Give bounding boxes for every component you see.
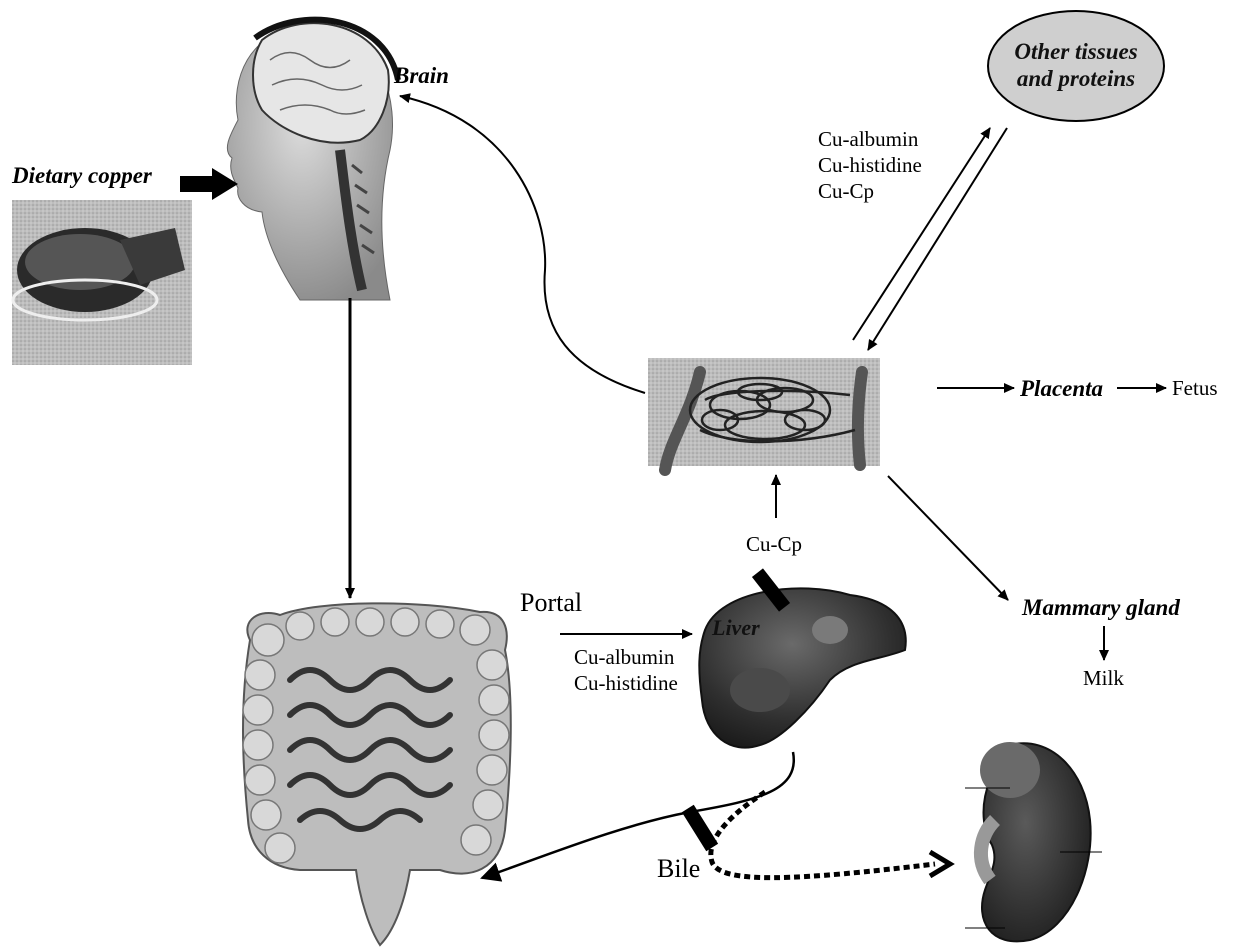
blood-transport-list: Cu-albumin Cu-histidine Cu-Cp	[818, 126, 922, 204]
mammary-gland-label: Mammary gland	[1022, 596, 1180, 619]
blood-to-brain-arrow	[400, 96, 645, 393]
kidney-image	[965, 742, 1102, 941]
portal-label: Portal	[520, 590, 582, 616]
bile-to-kidney-dotted-arrow	[711, 792, 935, 878]
fetus-label: Fetus	[1172, 378, 1218, 399]
dietary-copper-image	[12, 200, 192, 365]
to-mammary-arrow	[888, 476, 1008, 600]
portal-transport-item: Cu-histidine	[574, 670, 678, 696]
other-tissues-line1: Other tissues	[1000, 38, 1152, 65]
liver-image	[699, 588, 905, 747]
capillary-bed-image	[648, 358, 880, 470]
milk-label: Milk	[1083, 668, 1124, 689]
dietary-copper-arrow	[180, 168, 238, 200]
intestine-image	[243, 603, 511, 945]
cu-cp-liver-label: Cu-Cp	[746, 534, 802, 555]
blood-transport-item: Cu-Cp	[818, 178, 922, 204]
other-tissues-line2: and proteins	[1000, 65, 1152, 92]
dotted-arrowhead	[930, 852, 950, 876]
dietary-copper-label: Dietary copper	[12, 164, 152, 187]
portal-transport-item: Cu-albumin	[574, 644, 678, 670]
placenta-label: Placenta	[1020, 377, 1103, 400]
blood-transport-item: Cu-histidine	[818, 152, 922, 178]
blood-transport-item: Cu-albumin	[818, 126, 922, 152]
bile-label: Bile	[657, 856, 700, 882]
liver-label: Liver	[712, 617, 760, 639]
other-tissues-label: Other tissues and proteins	[1000, 38, 1152, 92]
brain-label: Brain	[394, 64, 449, 87]
portal-transport-list: Cu-albumin Cu-histidine	[574, 644, 678, 696]
head-brain-image	[227, 20, 398, 300]
bile-to-intestine-arrow	[482, 752, 794, 878]
